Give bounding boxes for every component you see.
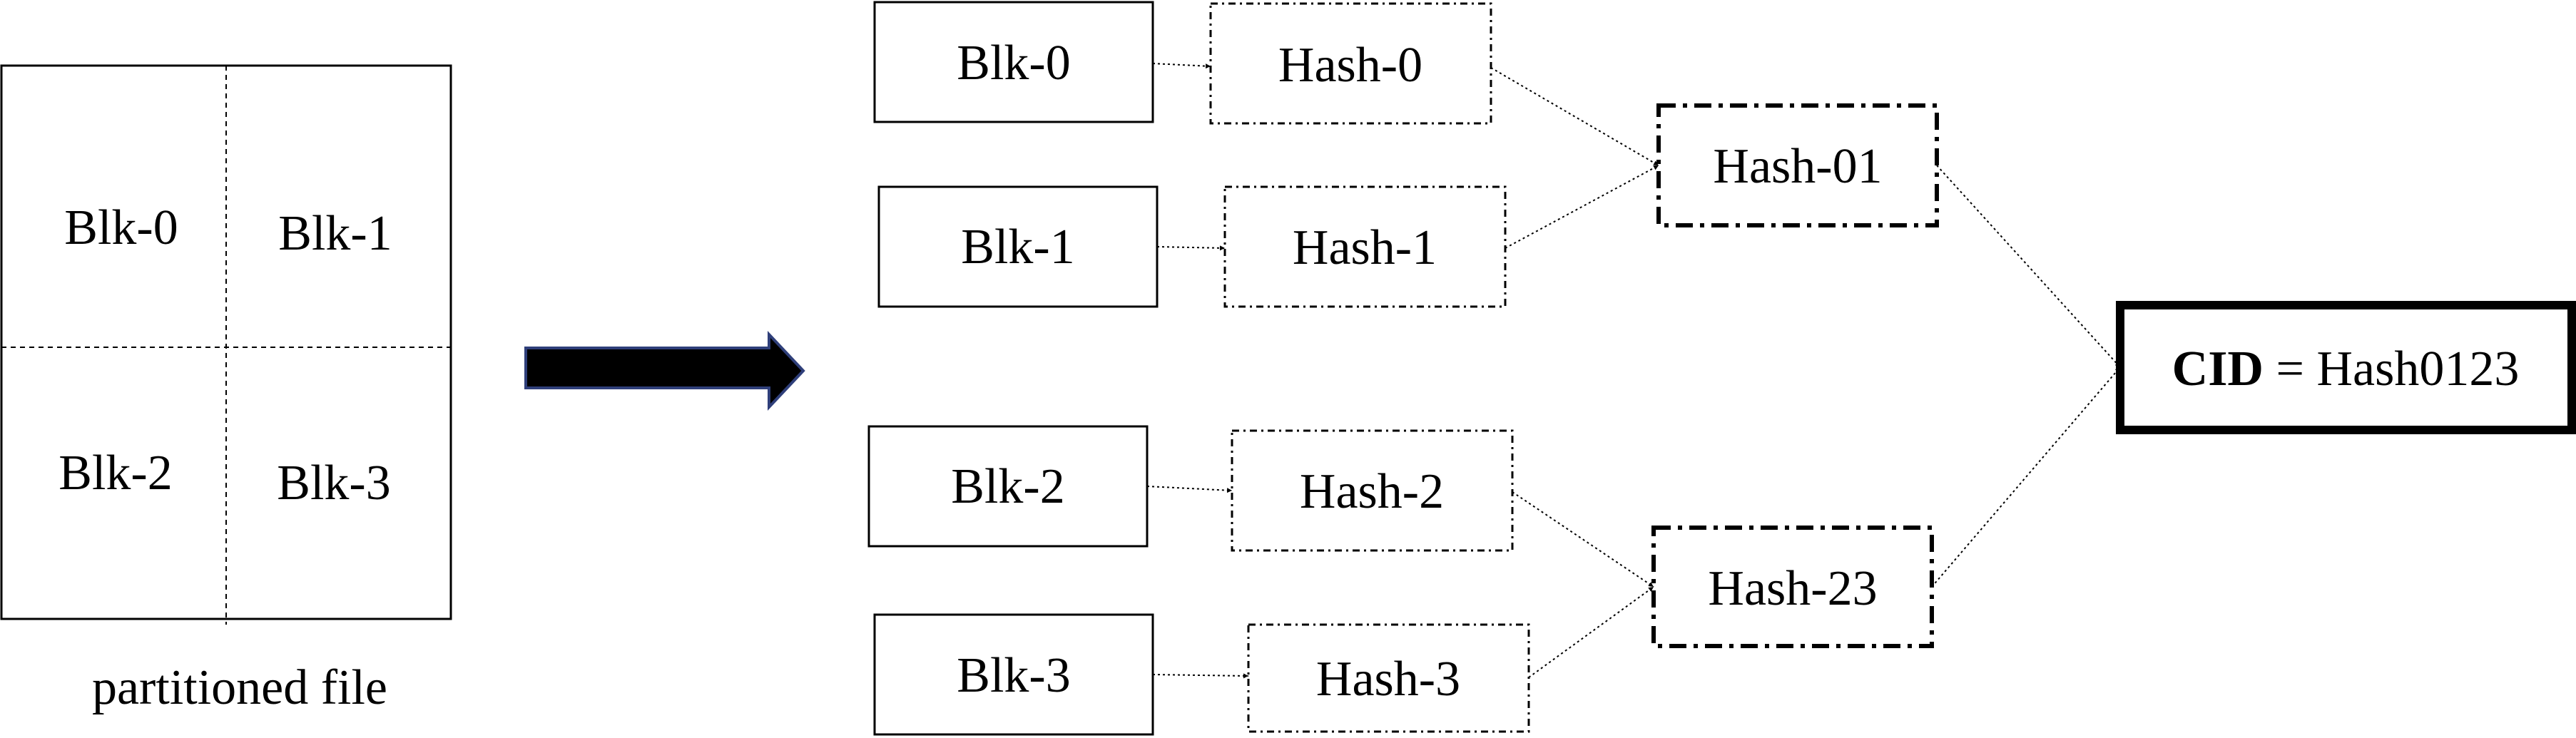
edge-blk3-hash3 <box>1152 673 1249 679</box>
hash-1: Hash-1 <box>1293 220 1437 275</box>
transform-arrow <box>524 330 805 411</box>
hash-3: Hash-3 <box>1316 652 1460 707</box>
hash-2: Hash-2 <box>1300 464 1444 519</box>
file-cell-blk-3: Blk-3 <box>277 456 390 511</box>
hash-01: Hash-01 <box>1713 139 1882 194</box>
hash-0: Hash-0 <box>1278 38 1422 93</box>
edge-hash23-cid <box>1931 367 2121 588</box>
block-blk-2: Blk-2 <box>951 459 1064 514</box>
file-cell-blk-2: Blk-2 <box>58 446 172 501</box>
file-cell-blk-1: Blk-1 <box>278 206 392 261</box>
edge-hash3-hash23 <box>1528 586 1654 678</box>
file-caption: partitioned file <box>92 660 387 715</box>
edge-hash1-hash01 <box>1505 165 1659 249</box>
cid-prefix: CID <box>2172 342 2264 396</box>
block-blk-0: Blk-0 <box>957 36 1070 91</box>
partitioned-file: Blk-0 Blk-1 Blk-2 Blk-3 partitioned file <box>0 64 452 715</box>
hash-23: Hash-23 <box>1708 561 1877 616</box>
edge-blk0-hash0 <box>1152 63 1211 69</box>
edge-hash2-hash23 <box>1512 491 1654 588</box>
block-boxes: Blk-0 Blk-1 Blk-2 Blk-3 <box>867 1 1159 736</box>
edge-blk1-hash1 <box>1156 245 1226 251</box>
cid-value: = Hash0123 <box>2264 342 2519 396</box>
leaf-hash-boxes: Hash-0 Hash-1 Hash-2 Hash-3 <box>1209 2 1530 733</box>
parent-hash-boxes: Hash-01 Hash-23 <box>1651 103 1939 648</box>
edge-hash0-hash01 <box>1490 67 1659 166</box>
file-cell-blk-0: Blk-0 <box>64 200 178 255</box>
cid-label: CID = Hash0123 <box>2172 342 2520 396</box>
root-cid-box: CID = Hash0123 <box>2116 301 2576 434</box>
block-blk-3: Blk-3 <box>957 648 1070 703</box>
edge-blk2-hash2 <box>1146 486 1233 493</box>
edge-hash01-cid <box>1936 165 2121 368</box>
block-blk-1: Blk-1 <box>961 220 1074 275</box>
connectors <box>1146 63 2121 679</box>
